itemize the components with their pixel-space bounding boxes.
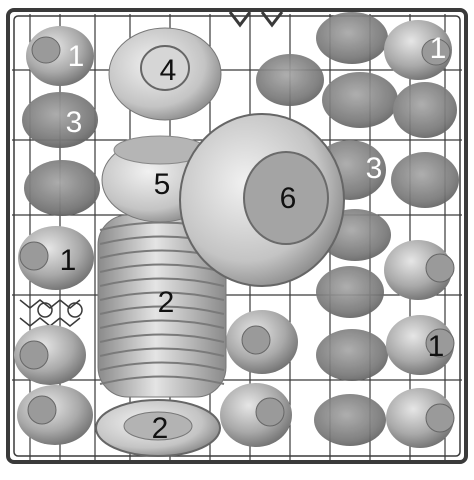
label-cup-top-right: 1 bbox=[430, 32, 447, 65]
cup-base bbox=[426, 254, 454, 282]
label-saucer: 2 bbox=[152, 412, 169, 445]
large-plate bbox=[180, 114, 344, 286]
glass bbox=[391, 152, 459, 208]
glass bbox=[22, 92, 98, 148]
label-plates-stack: 2 bbox=[158, 286, 175, 319]
glass bbox=[316, 12, 388, 64]
rack-lattice bbox=[20, 300, 82, 326]
glass bbox=[24, 160, 100, 216]
cup-base bbox=[426, 404, 454, 432]
glass bbox=[314, 394, 386, 446]
label-cup-left-mid: 1 bbox=[60, 244, 77, 277]
cup-base bbox=[28, 396, 56, 424]
glass bbox=[322, 72, 398, 128]
cup-base bbox=[32, 37, 60, 63]
label-glass-right: 3 bbox=[366, 152, 383, 185]
glass bbox=[316, 266, 384, 318]
cup-base bbox=[20, 341, 48, 369]
label-cup-top-left: 1 bbox=[68, 40, 85, 73]
label-bowl: 4 bbox=[160, 54, 177, 87]
label-cup-bottom-right: 1 bbox=[428, 330, 445, 363]
label-glass-left: 3 bbox=[66, 106, 83, 139]
glasses-left-group bbox=[22, 92, 100, 216]
glass bbox=[256, 54, 324, 106]
cup-base bbox=[242, 326, 270, 354]
glass bbox=[393, 82, 457, 138]
label-large-plate: 6 bbox=[280, 182, 297, 215]
glass bbox=[316, 329, 388, 381]
cup-base bbox=[20, 242, 48, 270]
cup-base bbox=[256, 398, 284, 426]
label-small-bowl: 5 bbox=[154, 168, 171, 201]
